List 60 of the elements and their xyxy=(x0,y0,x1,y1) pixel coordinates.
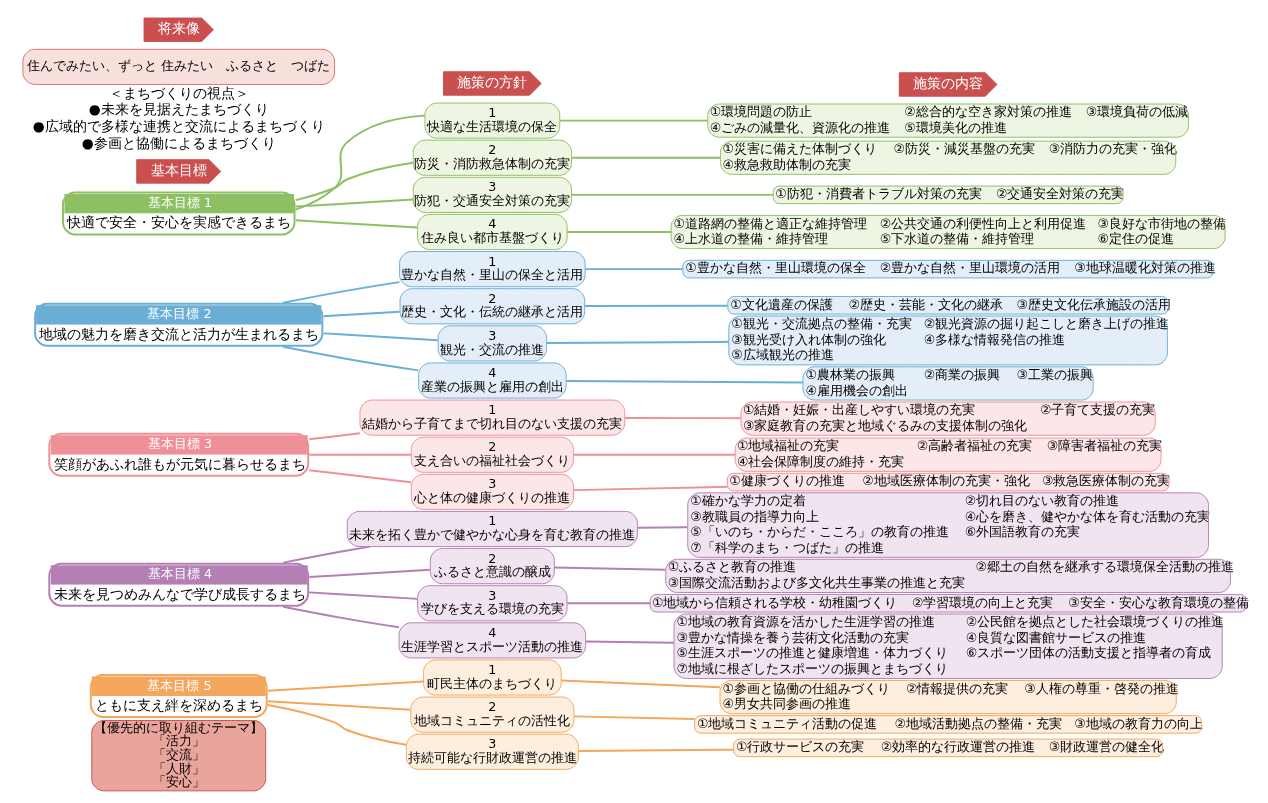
connector xyxy=(294,219,418,229)
connector xyxy=(572,715,695,720)
node-box: 3 防犯・交通安全対策の充実 xyxy=(412,176,572,213)
connector xyxy=(636,526,688,529)
node-box: 4 住み良い都市基盤づくり xyxy=(416,213,568,251)
node-box: 4 生涯学習とスポーツ活動の推進 xyxy=(398,622,586,659)
label: ●未来を見据えたまちづくり xyxy=(88,101,269,118)
connector xyxy=(572,453,736,456)
connector xyxy=(583,304,729,308)
node-box: 3 観光・交流の推進 xyxy=(437,325,547,362)
node-box: 4 産業の振興と雇用の創出 xyxy=(417,362,567,399)
connector xyxy=(281,605,400,629)
connector xyxy=(281,345,419,372)
connector xyxy=(572,485,728,492)
connector xyxy=(565,602,651,605)
connector xyxy=(564,380,804,384)
connector xyxy=(583,268,683,271)
node-box: 2 防災・消防救急体制の充実 xyxy=(412,139,572,176)
node-box: 1 豊かな自然・里山の保全と活用 xyxy=(398,251,586,288)
label: ●広域的で多様な連携と交流によるまちづくり xyxy=(32,118,325,135)
node-box: 【優先的に取り組むテーマ】 「活力」 「交流」 「人財」 「安心」 xyxy=(90,720,266,792)
node-box: 2 歴史・文化・伝統の継承と活用 xyxy=(399,288,585,325)
connector xyxy=(322,332,439,342)
connector xyxy=(294,114,426,211)
connector xyxy=(281,281,400,304)
connector xyxy=(281,545,371,564)
node-box: 2 支え合いの福祉社会づくり xyxy=(410,436,574,473)
node-box: 1 結婚から子育てまで切れ目のない支援の充実 xyxy=(359,399,625,436)
connector xyxy=(307,453,412,456)
connector xyxy=(266,704,407,746)
connector xyxy=(584,640,675,644)
connector xyxy=(558,119,709,122)
node-box: 住んでみたい、ずっと 住みたい ふるさと つばた xyxy=(21,48,335,85)
connector xyxy=(553,566,667,571)
connector xyxy=(565,231,672,233)
connector xyxy=(570,193,774,196)
connector xyxy=(576,748,734,752)
connector xyxy=(545,340,730,344)
connector xyxy=(294,161,414,202)
connector xyxy=(307,568,431,578)
connector xyxy=(266,700,412,711)
connector xyxy=(570,156,721,159)
connector xyxy=(322,310,401,318)
node-box: 2 地域コミュニティの活性化 xyxy=(409,696,574,733)
label: ＜まちづくりの視点＞ xyxy=(108,84,249,101)
connector xyxy=(559,679,721,689)
node-box: 1 町民主体のまちづくり xyxy=(422,659,562,696)
connector xyxy=(307,469,412,484)
node-box: 3 持続可能な行財政運営の推進 xyxy=(405,733,579,770)
node-box: 2 ふるさと意識の醸成 xyxy=(429,548,555,585)
connector xyxy=(307,432,361,441)
connector xyxy=(294,198,414,208)
node-box: 1 未来を拓く豊かで健やかな心身を育む教育の推進 xyxy=(346,510,638,548)
connector xyxy=(266,680,424,692)
label: ●参画と協働によるまちづくり xyxy=(81,134,276,151)
connector xyxy=(623,416,742,420)
node-box: 3 心と体の健康づくりの推進 xyxy=(410,473,574,510)
connector xyxy=(307,591,418,600)
node-box: 1 快適な生活環境の保全 xyxy=(423,102,560,139)
node-box: 3 学びを支える環境の充実 xyxy=(416,585,568,622)
